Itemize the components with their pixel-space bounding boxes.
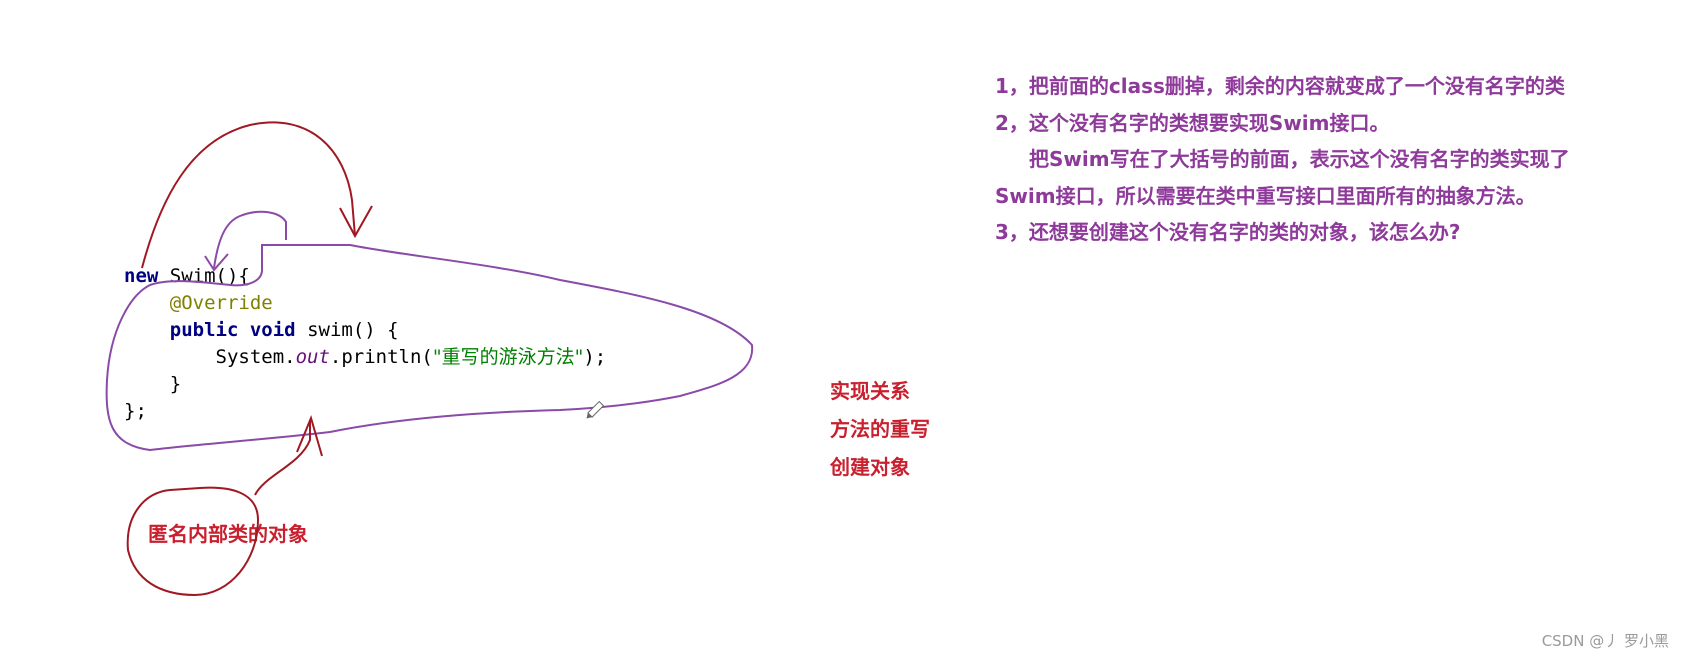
concept-labels: 实现关系 方法的重写 创建对象	[830, 372, 930, 486]
watermark: CSDN @丿 罗小黑	[1541, 632, 1669, 650]
note-3: 3，还想要创建这个没有名字的类的对象，该怎么办?	[995, 220, 1461, 244]
note-1: 1，把前面的class删掉，剩余的内容就变成了一个没有名字的类	[995, 74, 1565, 98]
label-implementation: 实现关系	[830, 379, 910, 403]
code-snippet: new Swim(){ @Override public void swim()…	[124, 263, 606, 425]
explanation-notes: 1，把前面的class删掉，剩余的内容就变成了一个没有名字的类 2，这个没有名字…	[995, 68, 1570, 251]
code-line-2: @Override	[169, 292, 273, 314]
code-line-6: };	[124, 400, 147, 422]
red-up-arrow	[254, 420, 311, 496]
label-create-object: 创建对象	[830, 455, 910, 479]
code-line-3: public void swim() {	[169, 319, 399, 341]
purple-small-arrow	[213, 210, 287, 269]
note-2-detail: 把Swim写在了大括号的前面，表示这个没有名字的类实现了	[1029, 147, 1570, 171]
label-override: 方法的重写	[830, 417, 930, 441]
code-line-4: System.out.println("重写的游泳方法");	[215, 346, 607, 368]
note-2: 2，这个没有名字的类想要实现Swim接口。	[995, 110, 1390, 135]
code-line-5: }	[169, 373, 182, 395]
anonymous-inner-class-label: 匿名内部类的对象	[148, 522, 308, 546]
red-arrowhead-top	[339, 205, 373, 239]
red-arc-arrow	[141, 121, 356, 269]
code-line-1: new Swim(){	[124, 265, 250, 287]
note-2-detail-cont: Swim接口，所以需要在类中重写接口里面所有的抽象方法。	[995, 183, 1536, 208]
